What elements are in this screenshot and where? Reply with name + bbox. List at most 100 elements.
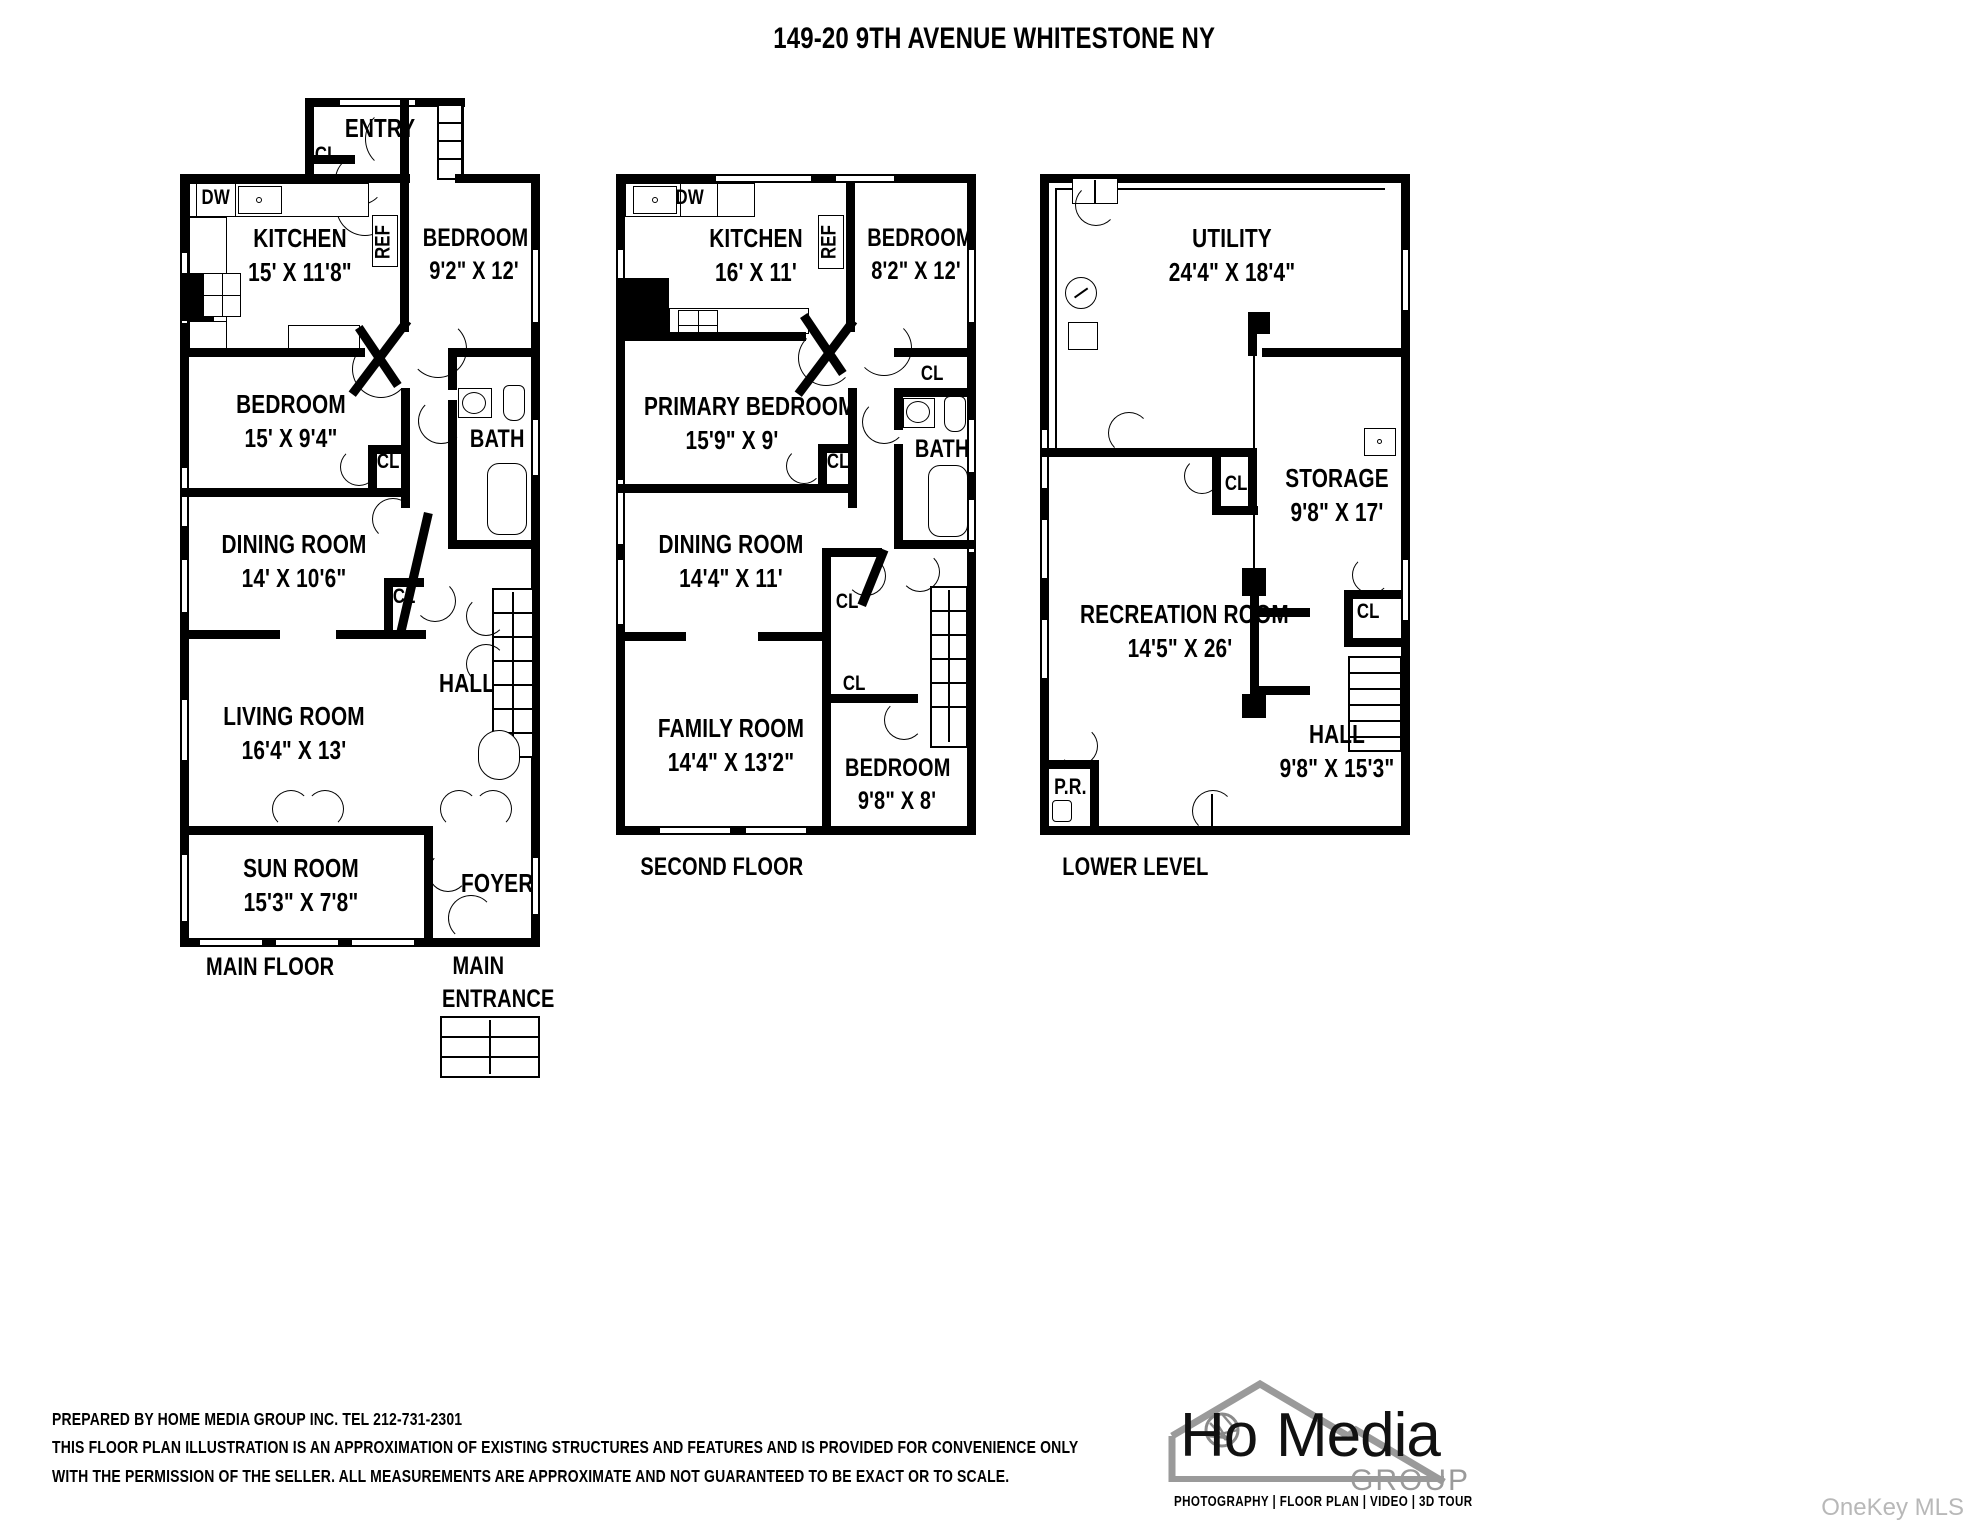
door-swing-icon bbox=[448, 895, 494, 941]
window bbox=[180, 468, 189, 526]
wall bbox=[531, 174, 540, 834]
room-name-bath: BATH bbox=[469, 425, 525, 453]
wall bbox=[846, 183, 855, 323]
room-name: KITCHEN bbox=[709, 223, 803, 253]
wall bbox=[894, 348, 976, 357]
door-swing-icon bbox=[1192, 790, 1234, 832]
room-dimension: 9'8" X 15'3" bbox=[1279, 752, 1395, 783]
wall bbox=[822, 548, 882, 557]
wall bbox=[1401, 174, 1410, 834]
door-swing-icon bbox=[798, 330, 854, 386]
window bbox=[616, 560, 625, 624]
room-dimension: 9'8" X 8' bbox=[857, 786, 937, 815]
room-label-bedroom-top: BEDROOM 9'2" X 12' bbox=[422, 222, 529, 287]
window bbox=[352, 938, 414, 947]
refrigerator bbox=[818, 215, 844, 269]
wall bbox=[1262, 348, 1402, 357]
stair-tread bbox=[437, 122, 463, 124]
main-entrance-label-2: ENTRANCE bbox=[442, 985, 555, 1013]
room-dimension: 14'4" X 11' bbox=[679, 562, 783, 593]
room-label-kitchen: KITCHEN 15' X 11'8" bbox=[220, 222, 380, 290]
wall bbox=[1344, 590, 1353, 646]
dishwasher-label: DW bbox=[201, 186, 230, 209]
room-name: BEDROOM bbox=[236, 389, 346, 419]
counter bbox=[288, 325, 360, 349]
door-swing-icon bbox=[365, 108, 427, 170]
room-name: BEDROOM bbox=[422, 224, 529, 252]
wall bbox=[616, 332, 806, 341]
closet-label: CL bbox=[835, 590, 859, 613]
door-swing-icon bbox=[466, 644, 506, 684]
room-dimension: 15'3" X 7'8" bbox=[243, 886, 359, 917]
window bbox=[531, 858, 540, 914]
footer-line-3: WITH THE PERMISSION OF THE SELLER. ALL M… bbox=[52, 1465, 1010, 1486]
logo-text-media: Media bbox=[1276, 1401, 1441, 1470]
room-dimension: 15' X 9'4" bbox=[244, 422, 338, 453]
wall bbox=[1258, 608, 1310, 617]
door-swing-icon bbox=[466, 596, 506, 636]
door-swing-icon bbox=[1108, 412, 1150, 454]
window bbox=[180, 700, 189, 760]
closet-label: CL bbox=[1224, 472, 1248, 495]
room-label-storage: STORAGE 9'8" X 17' bbox=[1285, 462, 1389, 530]
closet-label: CL bbox=[1356, 600, 1380, 623]
window bbox=[1401, 560, 1410, 620]
logo-text-group: GROUP bbox=[1350, 1464, 1471, 1497]
wall bbox=[818, 444, 827, 490]
room-name-entry: ENTRY bbox=[344, 113, 416, 143]
wall bbox=[448, 400, 457, 548]
wall bbox=[448, 348, 457, 390]
second-floor-plan: DW KITCHEN 16' X 11' REF BEDROOM 8'2" X … bbox=[0, 0, 1020, 1100]
wall bbox=[1212, 506, 1258, 515]
room-label-family: FAMILY ROOM 14'4" X 13'2" bbox=[644, 712, 818, 780]
door-swing-icon bbox=[474, 790, 512, 828]
window bbox=[1040, 520, 1049, 578]
footer-line-2: THIS FLOOR PLAN ILLUSTRATION IS AN APPRO… bbox=[52, 1437, 1079, 1458]
wall bbox=[818, 444, 850, 453]
wall bbox=[305, 98, 314, 163]
page-title-text: 149-20 9TH AVENUE WHITESTONE NY bbox=[773, 22, 1215, 55]
wall bbox=[180, 174, 310, 183]
sink-drain-icon bbox=[256, 197, 262, 203]
stair-tread bbox=[1348, 720, 1402, 722]
floor-caption-second: SECOND FLOOR bbox=[640, 853, 804, 881]
window bbox=[1040, 620, 1049, 678]
room-name: LIVING ROOM bbox=[223, 701, 365, 731]
toilet-icon bbox=[944, 396, 966, 432]
floor-caption-lower: LOWER LEVEL bbox=[1062, 853, 1209, 881]
room-dimension: 15'9" X 9' bbox=[685, 424, 779, 455]
window bbox=[340, 98, 415, 107]
room-name: BEDROOM bbox=[867, 224, 973, 252]
wall bbox=[448, 348, 532, 357]
stair-tread bbox=[437, 158, 463, 160]
beam-line bbox=[1253, 334, 1255, 570]
window bbox=[836, 174, 894, 183]
closet-label: CL bbox=[920, 362, 944, 385]
door-swing-icon bbox=[340, 448, 378, 486]
room-dimension: 24'4" X 18'4" bbox=[1168, 256, 1296, 287]
room-dimension: 16' X 11' bbox=[715, 256, 797, 287]
room-label-utility: UTILITY 24'4" X 18'4" bbox=[1142, 222, 1321, 290]
wall bbox=[1040, 174, 1410, 183]
closet-label: CL bbox=[376, 450, 400, 473]
door-swing-icon bbox=[1184, 458, 1220, 494]
column bbox=[1242, 694, 1266, 718]
stair-arrow bbox=[512, 592, 514, 752]
window bbox=[746, 826, 806, 835]
window bbox=[967, 420, 976, 472]
room-dimension: 9'2" X 12' bbox=[429, 256, 519, 285]
room-name-bath-2: BATH bbox=[914, 435, 970, 463]
door-swing-icon bbox=[418, 398, 464, 444]
room-dimension: 9'8" X 17' bbox=[1290, 496, 1384, 527]
wall bbox=[1344, 638, 1402, 647]
stair-tread bbox=[1348, 704, 1402, 706]
room-name: DINING ROOM bbox=[658, 529, 804, 559]
wall bbox=[455, 174, 540, 183]
window bbox=[716, 174, 811, 183]
sink-drain-icon bbox=[1377, 439, 1382, 444]
room-label-kitchen-2: KITCHEN 16' X 11' bbox=[684, 222, 828, 290]
room-name: SUN ROOM bbox=[243, 853, 359, 883]
closet-label: CL bbox=[314, 143, 338, 166]
main-floor-plan: CL ENTRY DW KITCHEN 15' X 11'8" REF BEDR… bbox=[0, 0, 600, 1100]
handrail bbox=[478, 730, 520, 780]
